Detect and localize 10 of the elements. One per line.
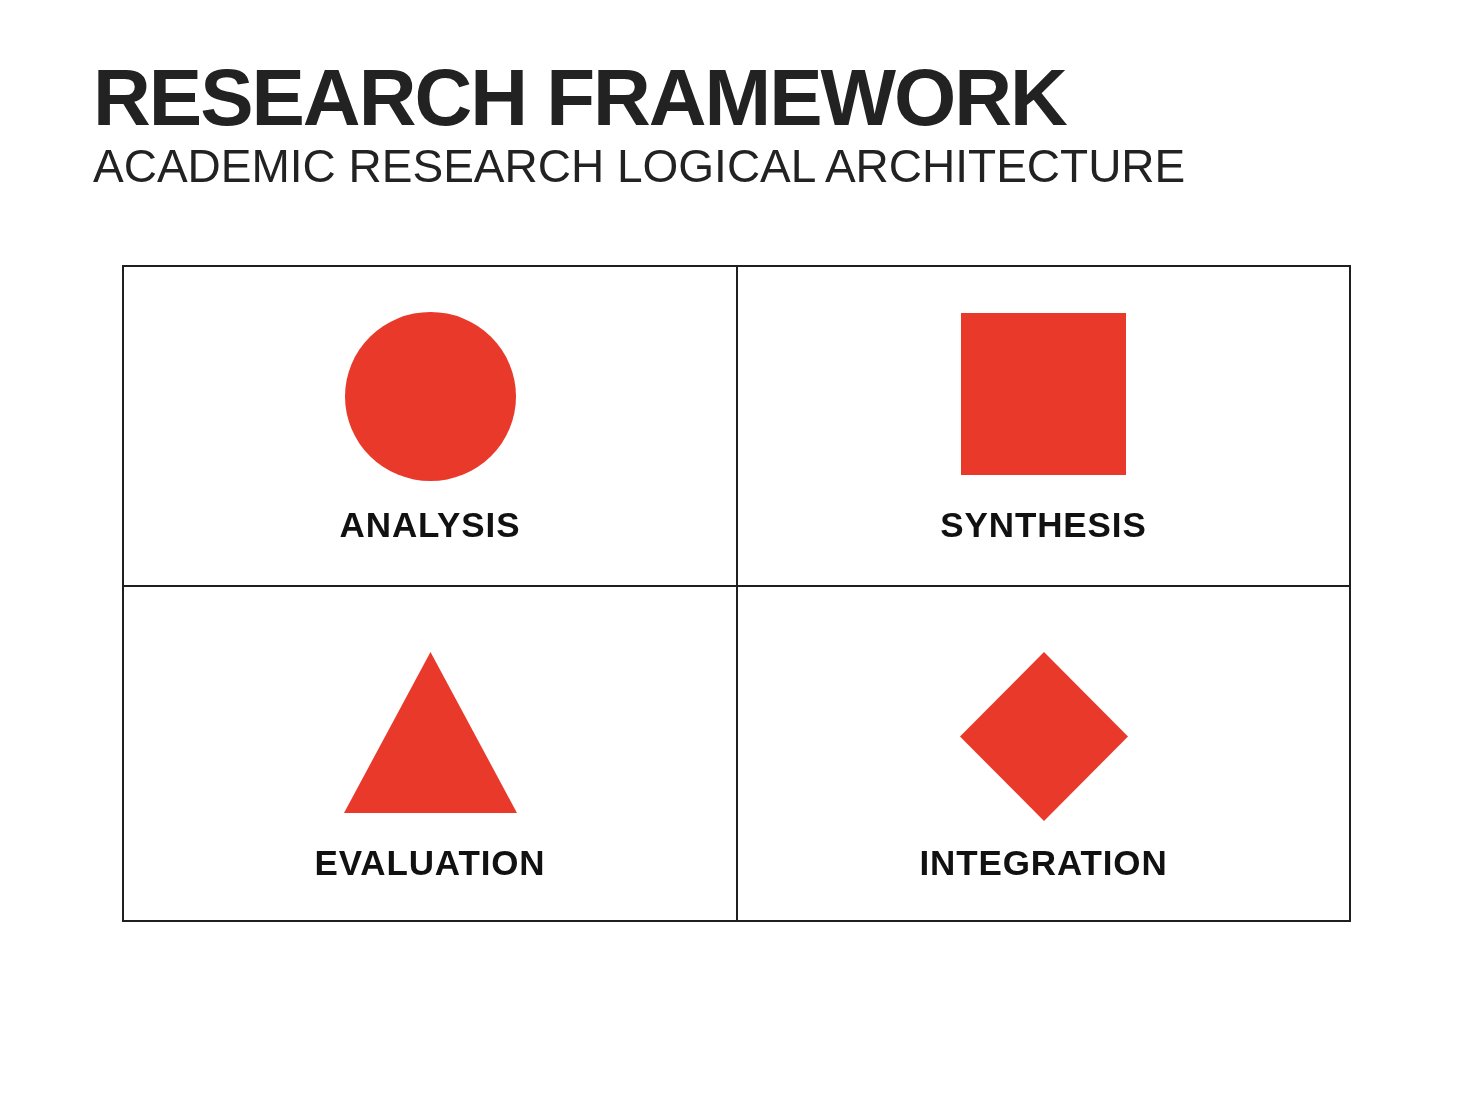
- cell-label: EVALUATION: [314, 845, 546, 880]
- cell-label: INTEGRATION: [919, 845, 1168, 880]
- framework-cell: [122, 585, 738, 922]
- cell-label: SYNTHESIS: [940, 507, 1147, 542]
- framework-cell: [736, 585, 1351, 922]
- framework-cell: [736, 265, 1351, 587]
- cell-label: ANALYSIS: [339, 507, 521, 542]
- subtitle: ACADEMIC RESEARCH LOGICAL ARCHITECTURE: [93, 143, 1186, 189]
- title: RESEARCH FRAMEWORK: [93, 58, 1066, 138]
- framework-cell: [122, 265, 738, 587]
